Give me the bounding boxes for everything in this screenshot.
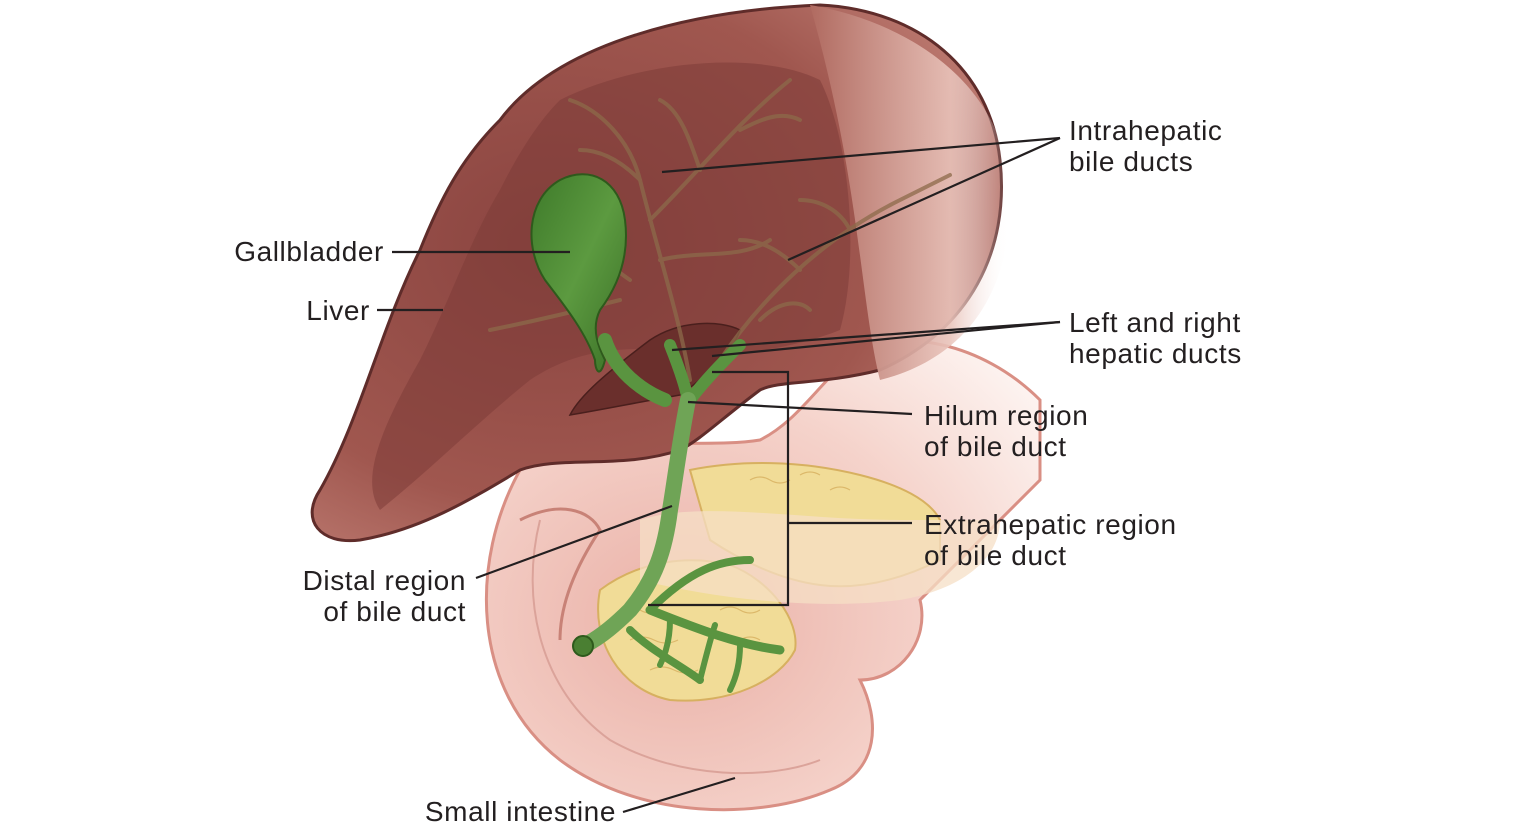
label-distal-region: Distal region of bile duct: [302, 565, 466, 627]
label-left-and-right-hepatic-ducts: Left and right hepatic ducts: [1069, 307, 1242, 369]
label-hilum-region: Hilum region of bile duct: [924, 400, 1089, 462]
ampulla-papilla: [572, 635, 594, 657]
label-small-intestine: Small intestine: [424, 796, 616, 827]
label-extrahepatic-region: Extrahepatic region of bile duct: [924, 509, 1177, 571]
label-intrahepatic-bile-ducts: Intrahepatic bile ducts: [1069, 115, 1223, 177]
label-gallbladder: Gallbladder: [234, 236, 384, 267]
gallbladder-shape: [530, 173, 627, 373]
leader-lines: [377, 136, 1061, 814]
label-liver: Liver: [306, 295, 370, 326]
